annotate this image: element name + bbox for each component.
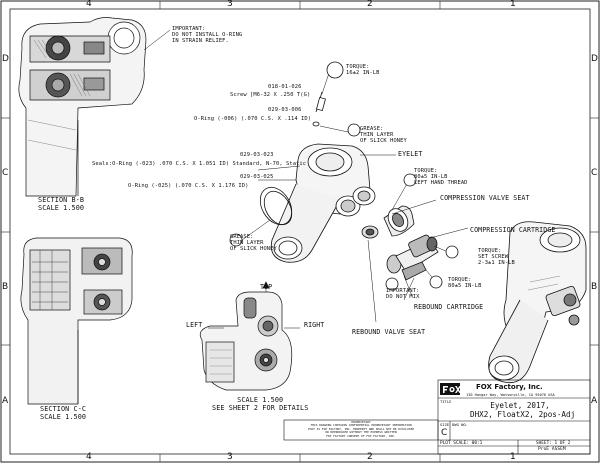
label-rebound-cartridge: REBOUND CARTRIDGE [414, 303, 484, 311]
fox-logo [440, 383, 461, 395]
front-view-drawing [199, 281, 300, 391]
label-screw-desc: Screw [M6-32 X .250 T(G) [230, 92, 311, 98]
exploded-eyelet-drawing [229, 61, 469, 323]
title-block-size-label: SIZE [440, 422, 450, 427]
title-block-title-label: TITLE [440, 399, 452, 404]
zone-col-bottom-1: 1 [510, 452, 516, 462]
zone-col-bottom-4: 4 [86, 452, 92, 462]
label-compression-valve-seat: COMPRESSION VALVE SEAT [440, 194, 530, 202]
title-block-company: FOX Factory, Inc. [476, 383, 543, 391]
zone-row-right-d: D [591, 54, 598, 64]
label-view-right: RIGHT [304, 321, 325, 329]
zone-col-top-4: 4 [86, 0, 92, 9]
zone-row-right-a: A [591, 396, 598, 406]
title-block-plot-scale: PLOT SCALE: 00:1 [440, 441, 483, 446]
note-torque-rebound: TORQUE:80±5 IN-LB [448, 277, 482, 289]
label-view-top: TOP [260, 283, 273, 291]
label-view-left: LEFT [186, 321, 203, 329]
title-block-dwg-label: DWG NO. [452, 422, 469, 427]
zone-col-top-3: 3 [227, 0, 233, 9]
label-oring1-pn: 029-03-006 [268, 107, 302, 113]
label-oring3-desc: O-Ring (-025) (.070 C.S. X 1.176 ID) [128, 183, 249, 189]
section-cc-drawing [20, 237, 133, 405]
zone-col-top-1: 1 [510, 0, 516, 9]
label-rebound-valve-seat: REBOUND VALVE SEAT [352, 328, 426, 336]
zone-col-bottom-2: 2 [367, 452, 373, 462]
section-bb-drawing [18, 17, 171, 197]
label-compression-cartridge: COMPRESSION CARTRIDGE [470, 226, 556, 234]
label-oring1-desc: O-Ring (-006) (.070 C.S. X .114 ID) [194, 116, 312, 122]
zone-row-left-a: A [2, 396, 9, 406]
note-important-mix: IMPORTANT:DO NOT MIX [386, 288, 420, 300]
zone-row-left-c: C [2, 168, 9, 178]
title-block-address: 130 Hangar Way, Watsonville, CA 95076 US… [466, 393, 555, 397]
label-screw-pn: 018-01-026 [268, 84, 302, 90]
label-oring3-pn: 029-03-025 [240, 174, 274, 180]
title-block-frame [283, 379, 591, 455]
label-oring2-desc: Seals:O-Ring (-023) .070 C.S. X 1.051 ID… [92, 161, 307, 167]
zone-row-right-c: C [591, 168, 598, 178]
zone-col-bottom-3: 3 [227, 452, 233, 462]
proprietary-notice: PROPRIETARY THIS DRAWING CONTAINS CONFID… [307, 420, 415, 438]
title-block-footer: ProE ASSEM [538, 447, 566, 452]
title-block-sheet: SHEET: 1 OF 2 [536, 441, 571, 446]
label-oring2-pn: 029-03-023 [240, 152, 274, 158]
isometric-view-drawing [488, 221, 587, 384]
title-block-title: Eyelet, 2017,DHX2, FloatX2, 2pos-Adj [470, 401, 576, 419]
note-torque-screw: TORQUE:16±2 IN-LB [346, 64, 380, 76]
zone-col-top-2: 2 [367, 0, 373, 9]
title-block-size: C [441, 428, 448, 438]
zone-row-left-b: B [2, 282, 9, 292]
label-eyelet: EYELET [398, 150, 423, 158]
zone-row-left-d: D [2, 54, 9, 64]
zone-row-right-b: B [591, 282, 598, 292]
